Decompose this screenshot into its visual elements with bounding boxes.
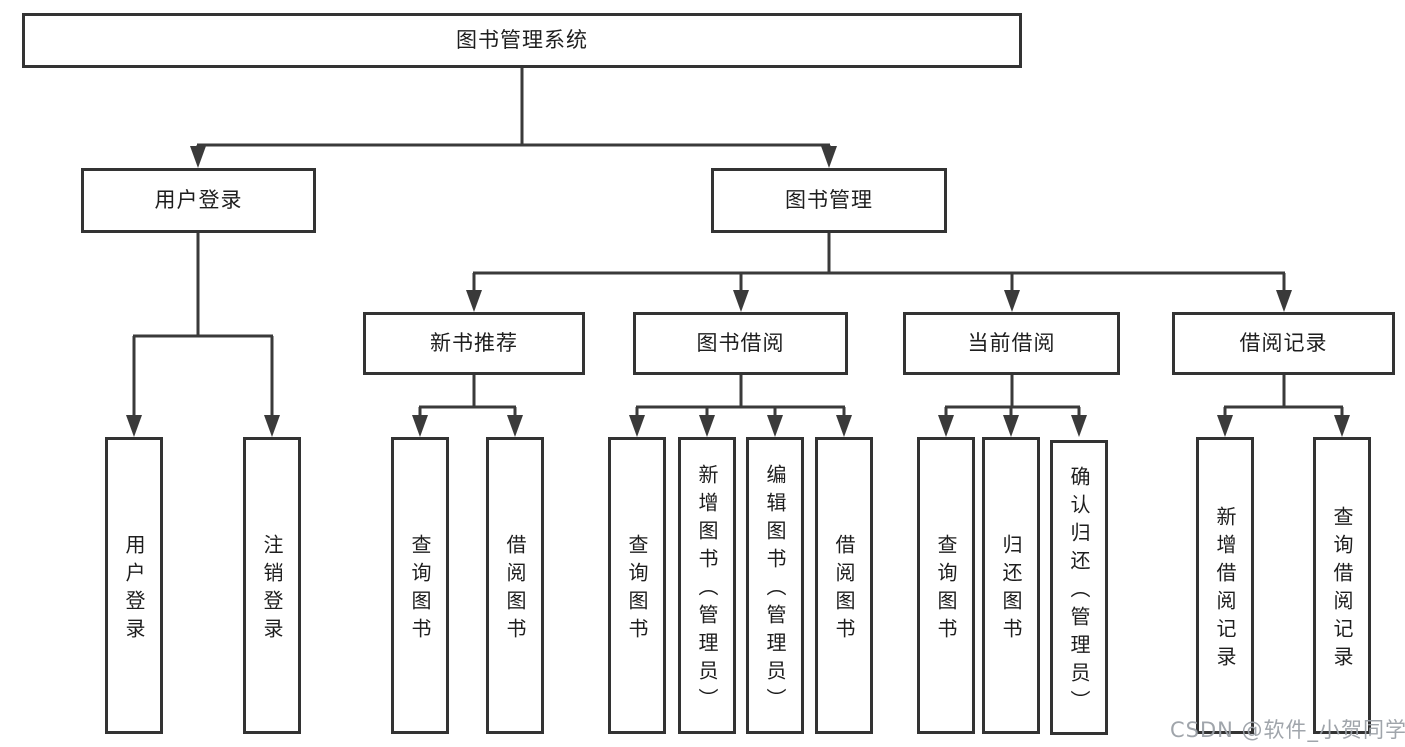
- arrow-down-icon: [733, 290, 749, 312]
- connector-bookmgmt-to-level3: [472, 233, 1286, 295]
- leaf-borrow-add-books-admin: 新增图书（管理员）: [678, 437, 736, 734]
- arrow-down-icon: [1071, 415, 1087, 437]
- arrow-down-icon: [938, 415, 954, 437]
- leaf-records-add-record: 新增借阅记录: [1196, 437, 1254, 734]
- connector-root-to-level2: [196, 68, 831, 152]
- node-new-book-recommend: 新书推荐: [363, 312, 585, 375]
- connector-current-to-leaves: [944, 375, 1081, 420]
- leaf-newrec-borrow-books: 借阅图书: [486, 437, 544, 734]
- arrow-down-icon: [264, 415, 280, 437]
- node-user-login: 用户登录: [81, 168, 316, 233]
- leaf-records-query-record: 查询借阅记录: [1313, 437, 1371, 734]
- arrow-down-icon: [836, 415, 852, 437]
- leaf-current-confirm-return-admin: 确认归还（管理员）: [1050, 440, 1108, 735]
- arrowhead-group: [126, 146, 1350, 437]
- node-book-management: 图书管理: [711, 168, 947, 233]
- arrow-down-icon: [629, 415, 645, 437]
- arrow-down-icon: [699, 415, 715, 437]
- arrow-down-icon: [466, 290, 482, 312]
- arrow-down-icon: [126, 415, 142, 437]
- arrow-down-icon: [412, 415, 428, 437]
- arrow-down-icon: [767, 415, 783, 437]
- leaf-borrow-borrow-books: 借阅图书: [815, 437, 873, 734]
- leaf-logout-login: 注销登录: [243, 437, 301, 734]
- csdn-watermark: CSDN @软件_小贺同学: [1170, 718, 1405, 742]
- arrow-down-icon: [1003, 415, 1019, 437]
- arrow-down-icon: [1334, 415, 1350, 437]
- leaf-borrow-query-books: 查询图书: [608, 437, 666, 734]
- arrow-down-icon: [1276, 290, 1292, 312]
- node-borrow-records: 借阅记录: [1172, 312, 1395, 375]
- node-library-system: 图书管理系统: [22, 13, 1022, 68]
- connector-borrow-to-leaves: [635, 375, 846, 420]
- arrow-down-icon: [821, 146, 837, 168]
- connector-newbook-to-leaves: [418, 375, 517, 420]
- arrow-down-icon: [507, 415, 523, 437]
- arrow-down-icon: [1004, 290, 1020, 312]
- node-book-borrow: 图书借阅: [633, 312, 848, 375]
- node-current-borrow: 当前借阅: [903, 312, 1120, 375]
- connector-records-to-leaves: [1223, 375, 1344, 420]
- leaf-user-login: 用户登录: [105, 437, 163, 734]
- leaf-borrow-edit-books-admin: 编辑图书（管理员）: [746, 437, 804, 734]
- leaf-newrec-query-books: 查询图书: [391, 437, 449, 734]
- connector-userlogin-to-leaves: [132, 233, 274, 420]
- arrow-down-icon: [1217, 415, 1233, 437]
- arrow-down-icon: [190, 146, 206, 168]
- leaf-current-query-books: 查询图书: [917, 437, 975, 734]
- leaf-current-return-books: 归还图书: [982, 437, 1040, 734]
